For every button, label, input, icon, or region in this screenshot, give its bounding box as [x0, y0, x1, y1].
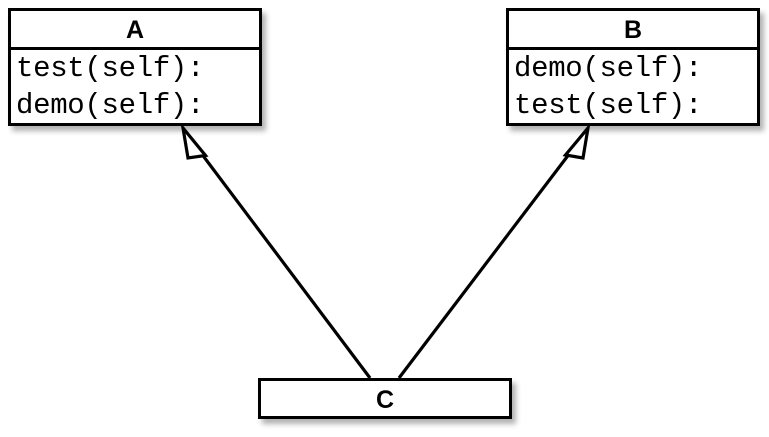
uml-class-c[interactable]: C: [258, 378, 512, 419]
uml-class-b[interactable]: B demo(self): test(self):: [506, 8, 760, 126]
class-b-member-0: demo(self):: [514, 52, 703, 85]
generalization-line-c-to-a: [195, 146, 372, 379]
class-b-member-1: test(self):: [514, 89, 703, 122]
class-a-member-1: demo(self):: [16, 89, 205, 122]
class-a-name: A: [125, 16, 145, 44]
class-b-members: demo(self): test(self):: [509, 47, 757, 124]
generalization-c-to-b: [397, 122, 591, 379]
generalization-line-c-to-b: [397, 146, 576, 379]
hollow-triangle-arrowhead-a: [180, 122, 209, 160]
class-b-name: B: [623, 16, 643, 44]
class-a-member-0: test(self):: [16, 52, 205, 85]
class-c-name: C: [375, 386, 395, 414]
hollow-triangle-arrowhead-b: [562, 122, 591, 160]
class-a-members: test(self): demo(self):: [11, 47, 259, 124]
uml-class-a[interactable]: A test(self): demo(self):: [8, 8, 262, 126]
generalization-c-to-a: [180, 122, 372, 379]
